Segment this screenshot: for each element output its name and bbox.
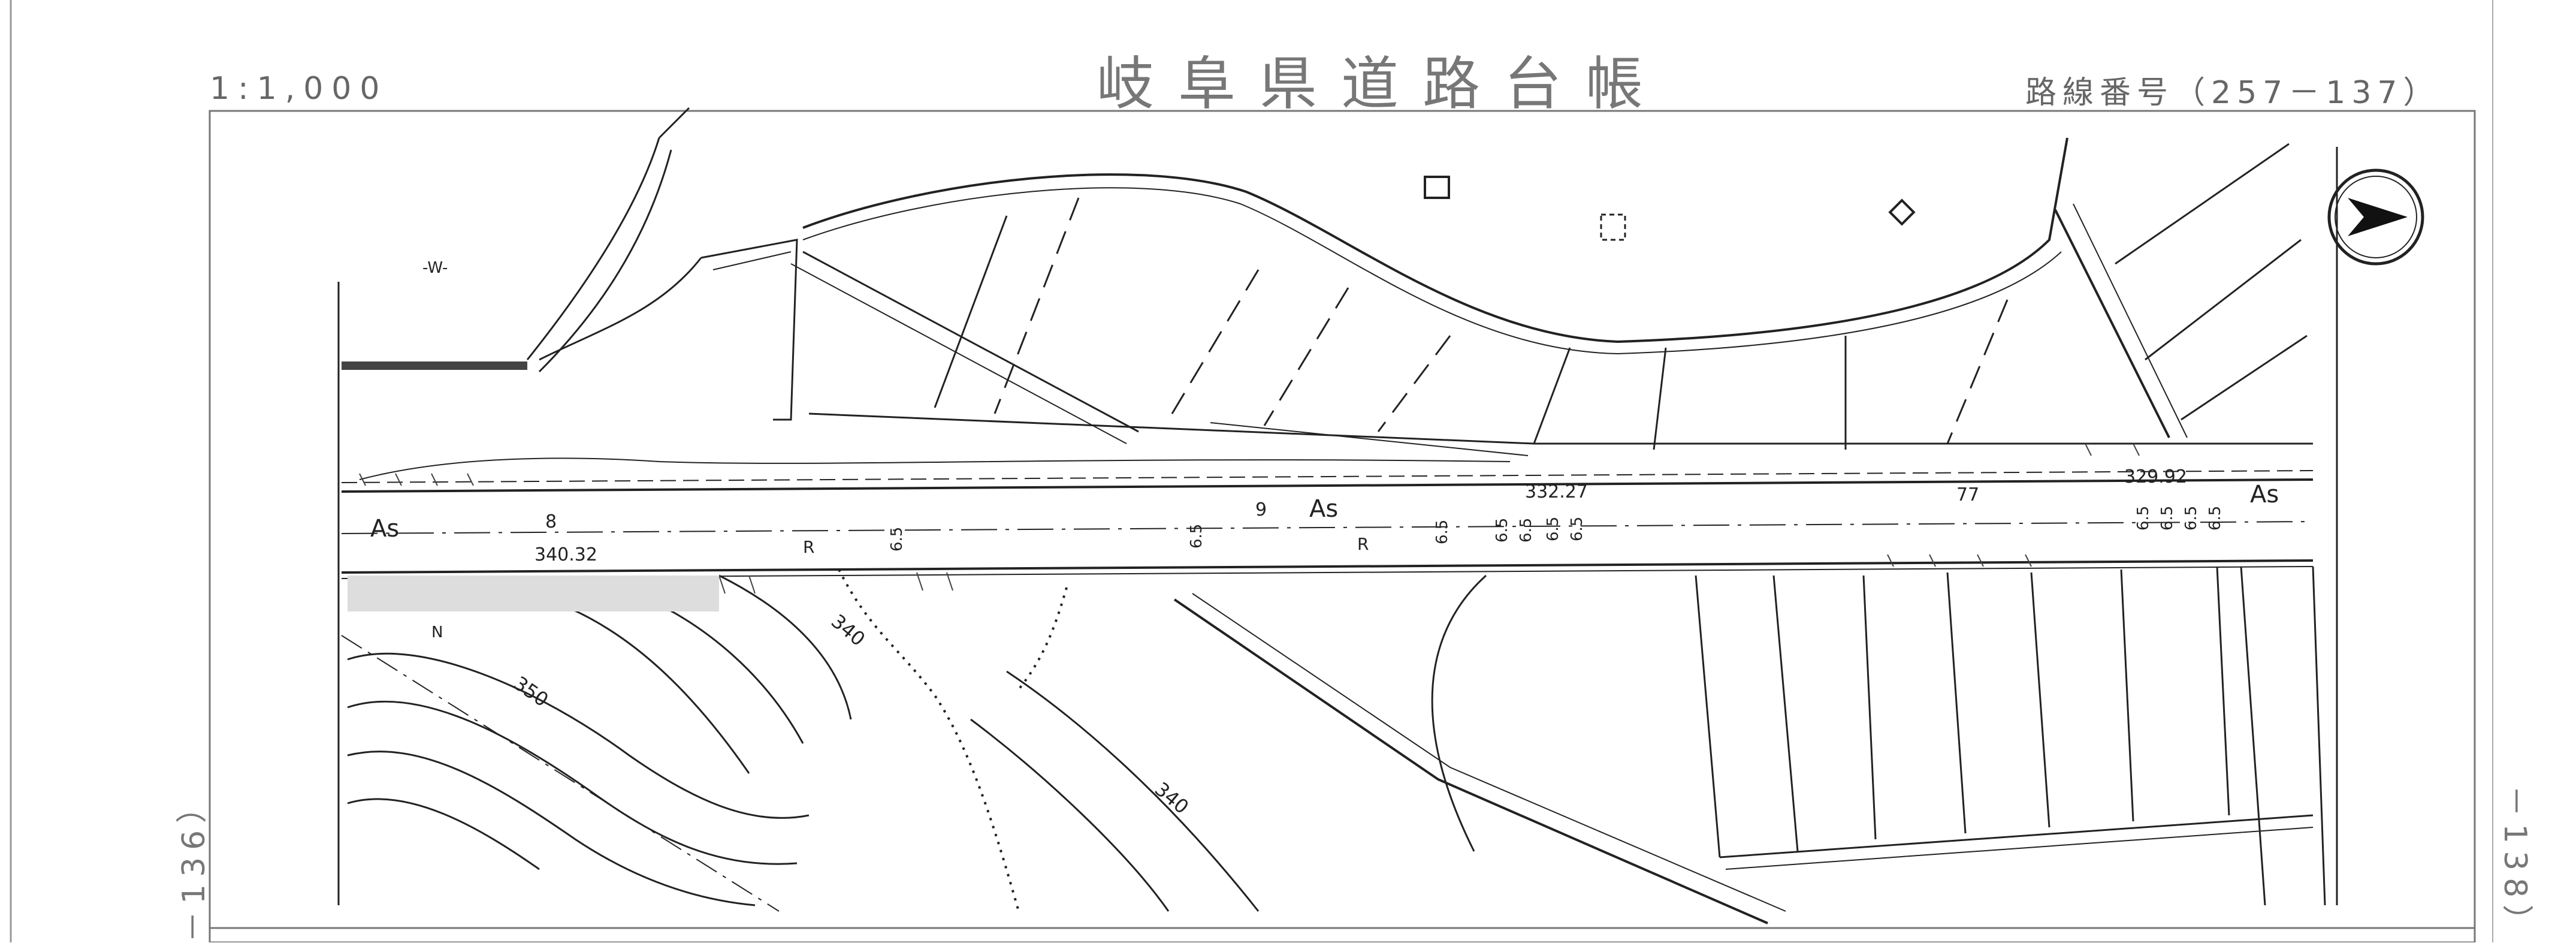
width-label: 6.5 bbox=[1433, 520, 1451, 544]
station-label: 77 bbox=[1956, 484, 1979, 505]
misc-label: N bbox=[431, 623, 443, 641]
map-title: 岐阜県道路台帳 bbox=[1097, 50, 1667, 118]
misc-label: R bbox=[803, 537, 814, 557]
adjacent-sheet-right: －138） bbox=[2497, 785, 2533, 943]
elevation-label: 329.92 bbox=[2124, 466, 2187, 487]
map-labels: As As As 8 9 77 340.32 332.27 329.92 6.5… bbox=[370, 259, 2279, 818]
stippled-area bbox=[348, 576, 719, 611]
contour-label: 340 bbox=[827, 610, 869, 650]
station-label: 9 bbox=[1255, 499, 1267, 520]
misc-label: R bbox=[1357, 534, 1369, 554]
road-surface-label: As bbox=[1309, 495, 1338, 523]
width-label: 6.5 bbox=[1544, 517, 1562, 541]
width-label: 6.5 bbox=[1568, 517, 1586, 541]
misc-label: -W- bbox=[422, 259, 448, 277]
contour-label: 340 bbox=[1150, 778, 1193, 818]
contour-label: 350 bbox=[509, 671, 552, 711]
elevation-label: 340.32 bbox=[534, 544, 597, 565]
width-label: 6.5 bbox=[2158, 506, 2176, 531]
elevation-label: 332.27 bbox=[1525, 481, 1588, 502]
station-label: 8 bbox=[545, 511, 557, 532]
embankment-hatching bbox=[359, 443, 2140, 594]
road-surface-label: As bbox=[2250, 481, 2279, 508]
width-label: 6.5 bbox=[1493, 518, 1511, 543]
width-label: 6.5 bbox=[1517, 518, 1535, 543]
map-linework bbox=[337, 107, 2338, 924]
north-arrow-icon bbox=[2327, 168, 2424, 266]
scale-label: 1:1,000 bbox=[210, 71, 388, 107]
route-number: 路線番号（257－137） bbox=[2025, 75, 2441, 111]
width-label: 6.5 bbox=[888, 527, 906, 552]
road-surface-label: As bbox=[370, 515, 399, 543]
width-label: 6.5 bbox=[2134, 506, 2152, 531]
width-label: 6.5 bbox=[1188, 524, 1206, 549]
sheet-frame bbox=[10, 0, 2493, 942]
width-label: 6.5 bbox=[2206, 506, 2224, 531]
width-label: 6.5 bbox=[2182, 506, 2200, 531]
